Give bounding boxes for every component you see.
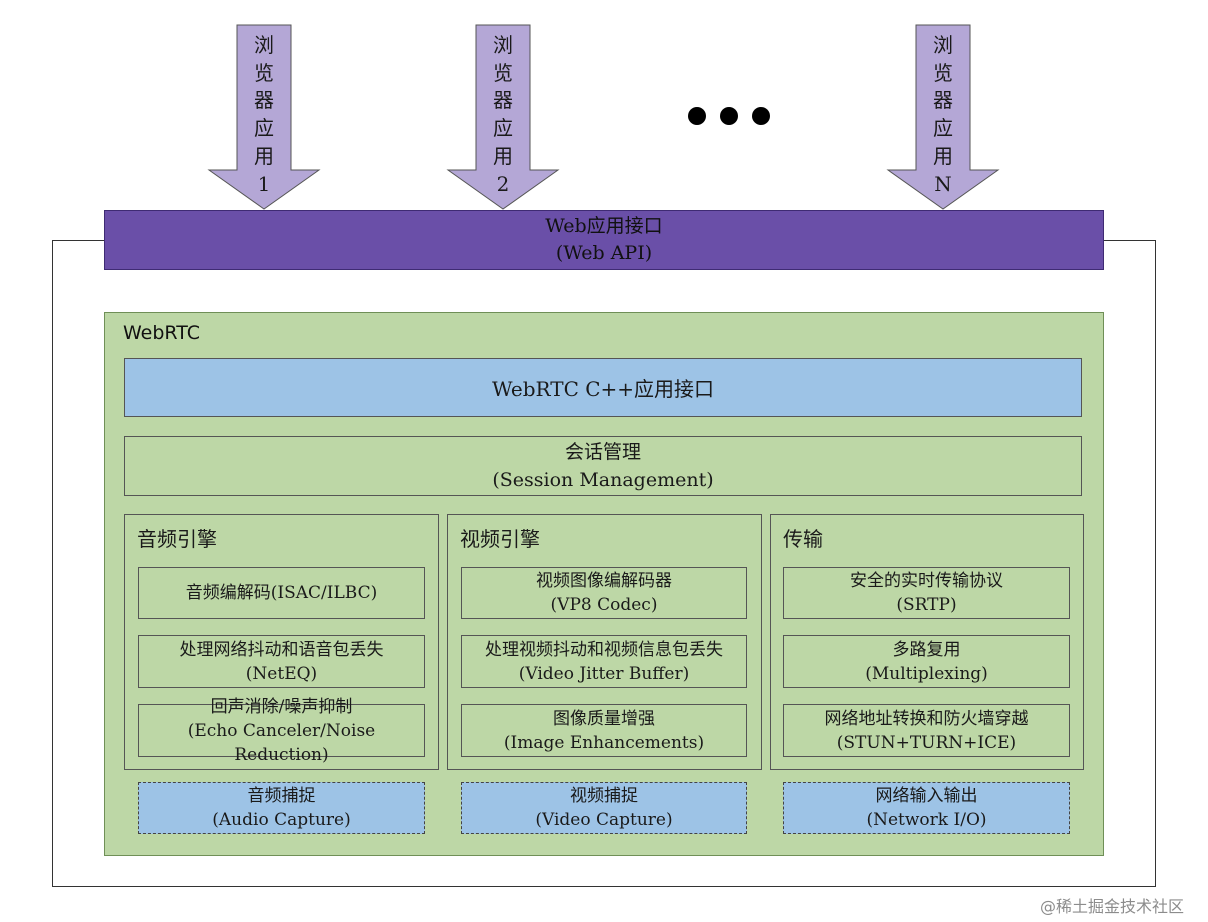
- audio-capture-box: 音频捕捉 (Audio Capture): [138, 782, 425, 834]
- audio-capture-title: 音频捕捉: [247, 786, 316, 806]
- ellipsis-dots: [688, 107, 770, 125]
- image-enhancements-box: 图像质量增强 (Image Enhancements): [461, 704, 747, 757]
- video-capture-box: 视频捕捉 (Video Capture): [461, 782, 747, 834]
- ellipsis-dot: [752, 107, 770, 125]
- web-api-title: Web应用接口: [545, 215, 663, 237]
- neteq-subtitle: (NetEQ): [245, 663, 318, 684]
- srtp-subtitle: (SRTP): [896, 595, 957, 615]
- transport-title: 传输: [783, 527, 823, 551]
- vp8-codec-subtitle: (VP8 Codec): [550, 595, 658, 615]
- webrtc-cpp-api-box: WebRTC C++应用接口: [124, 358, 1082, 417]
- neteq-box: 处理网络抖动和语音包丢失 (NetEQ): [138, 635, 425, 688]
- browser-app-arrow-n: [886, 24, 1000, 210]
- video-capture-subtitle: (Video Capture): [535, 810, 673, 830]
- neteq-title: 处理网络抖动和语音包丢失: [179, 639, 384, 660]
- browser-app-label-2: 浏 览 器 应 用 2: [493, 33, 513, 196]
- ellipsis-dot: [688, 107, 706, 125]
- nat-traversal-title: 网络地址转换和防火墙穿越: [824, 708, 1029, 729]
- webrtc-label: WebRTC: [123, 322, 201, 344]
- echo-canceler-subtitle: (Echo Canceler/Noise Reduction): [187, 720, 376, 765]
- video-engine-title: 视频引擎: [460, 527, 540, 551]
- browser-app-arrow-1: [207, 24, 321, 210]
- ellipsis-dot: [720, 107, 738, 125]
- echo-canceler-box: 回声消除/噪声抑制 (Echo Canceler/Noise Reduction…: [138, 697, 425, 765]
- network-io-title: 网络输入输出: [875, 786, 978, 806]
- video-jitter-buffer-box: 处理视频抖动和视频信息包丢失 (Video Jitter Buffer): [461, 635, 747, 688]
- image-enhancements-title: 图像质量增强: [553, 708, 655, 729]
- image-enhancements-subtitle: (Image Enhancements): [503, 732, 705, 753]
- nat-traversal-subtitle: (STUN+TURN+ICE): [836, 732, 1017, 753]
- browser-app-label-1: 浏 览 器 应 用 1: [254, 33, 274, 196]
- vp8-codec-box: 视频图像编解码器 (VP8 Codec): [461, 567, 747, 619]
- echo-canceler-title: 回声消除/噪声抑制: [210, 696, 353, 717]
- multiplexing-title: 多路复用: [892, 639, 961, 660]
- session-management-subtitle: (Session Management): [492, 469, 714, 491]
- network-io-box: 网络输入输出 (Network I/O): [783, 782, 1070, 834]
- video-capture-title: 视频捕捉: [570, 786, 638, 806]
- srtp-title: 安全的实时传输协议: [850, 571, 1003, 591]
- video-jitter-buffer-title: 处理视频抖动和视频信息包丢失: [485, 639, 723, 660]
- session-management-title: 会话管理: [564, 441, 641, 463]
- audio-engine-title: 音频引擎: [137, 527, 217, 551]
- nat-traversal-box: 网络地址转换和防火墙穿越 (STUN+TURN+ICE): [783, 704, 1070, 757]
- web-api-bar: Web应用接口 (Web API): [104, 210, 1104, 270]
- browser-app-label-n: 浏 览 器 应 用 N: [933, 33, 953, 196]
- audio-codec-box: 音频编解码(ISAC/ILBC): [138, 567, 425, 619]
- video-jitter-buffer-subtitle: (Video Jitter Buffer): [518, 663, 690, 684]
- arrows-layer: [207, 24, 1000, 210]
- session-management-box: 会话管理 (Session Management): [124, 436, 1082, 496]
- audio-capture-subtitle: (Audio Capture): [212, 810, 351, 830]
- vp8-codec-title: 视频图像编解码器: [536, 571, 672, 591]
- multiplexing-box: 多路复用 (Multiplexing): [783, 635, 1070, 688]
- srtp-box: 安全的实时传输协议 (SRTP): [783, 567, 1070, 619]
- web-api-subtitle: (Web API): [555, 242, 653, 264]
- audio-codec-label: 音频编解码(ISAC/ILBC): [185, 583, 378, 603]
- webrtc-cpp-api-label: WebRTC C++应用接口: [491, 377, 715, 401]
- multiplexing-subtitle: (Multiplexing): [865, 663, 988, 684]
- browser-app-arrow-2: [446, 24, 560, 210]
- watermark: @稀土掘金技术社区: [1040, 897, 1185, 916]
- network-io-subtitle: (Network I/O): [866, 810, 987, 830]
